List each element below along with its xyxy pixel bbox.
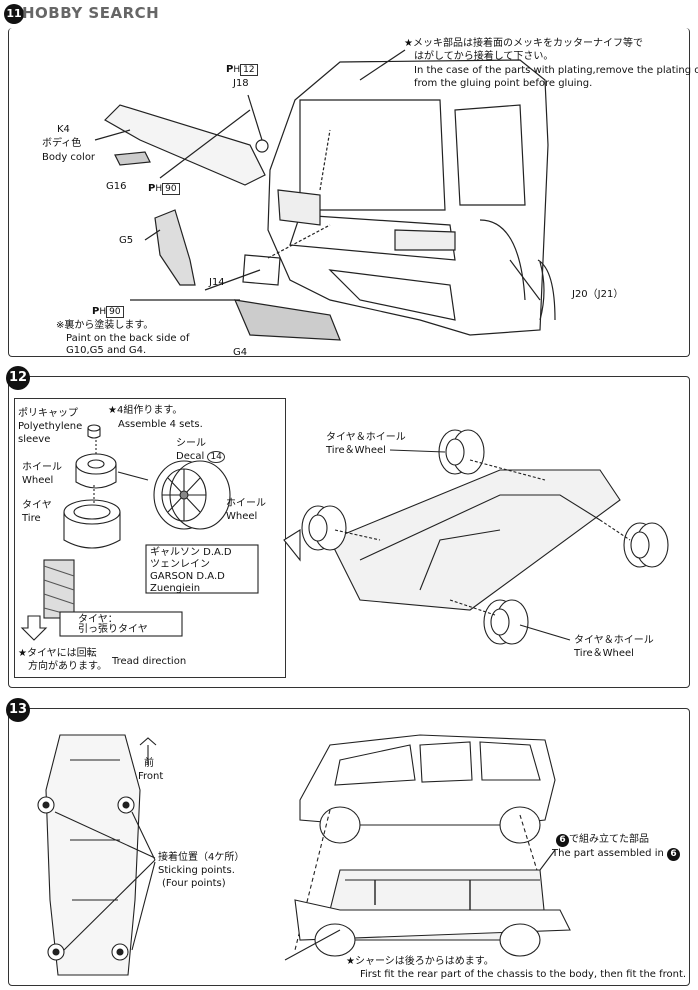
wheel2-jp: ホイール — [226, 498, 266, 509]
back-paint-jp: ※裏から塗装します。 — [56, 320, 154, 331]
front-en: Front — [138, 771, 164, 782]
chassis-note-en: First fit the rear part of the chassis t… — [360, 969, 687, 980]
plating-note-jp: ★メッキ部品は接着面のメッキをカッターナイフ等で — [404, 38, 643, 49]
watermark: HOBBY SEARCH — [22, 4, 160, 22]
back-paint-en2: G10,G5 and G4. — [66, 345, 147, 356]
label-g5: G5 — [119, 235, 134, 246]
wheel-detail-frame — [14, 398, 286, 678]
label-j14: J14 — [209, 277, 225, 288]
tire-jp: タイヤ — [22, 500, 52, 511]
step-12-number: 12 — [6, 366, 30, 390]
tire-en: Tire — [22, 513, 41, 524]
garson-en2: Zuengiein — [150, 583, 201, 594]
label-j18: J18 — [233, 78, 249, 89]
tread-direction-en: Tread direction — [112, 656, 187, 667]
tire-stretch-2: 引っ張りタイヤ — [78, 624, 148, 635]
poly-cap-en1: Polyethylene — [18, 421, 83, 432]
tire-wheel-bottom-jp: タイヤ＆ホイール — [574, 635, 654, 646]
step-11-number: 11 — [4, 4, 24, 24]
tire-wheel-bottom-en: Tire＆Wheel — [574, 648, 634, 659]
assemble-jp: ★4組作ります。 — [108, 405, 183, 416]
decal-number: 14 — [207, 451, 225, 463]
garson-jp2: ツェンレイン — [150, 559, 210, 570]
decal-en: Decal 14 — [176, 451, 225, 463]
part6-badge-2: 6 — [667, 848, 681, 861]
step-13-number: 13 — [6, 698, 30, 722]
poly-cap-jp: ポリキャップ — [18, 408, 78, 419]
back-paint-en1: Paint on the back side of — [66, 333, 190, 344]
sticking-points-en1: Sticking points. — [158, 865, 235, 876]
garson-en1: GARSON D.A.D — [150, 571, 225, 582]
tire-stretch-1: タイヤ： — [78, 614, 118, 625]
wheel-en: Wheel — [22, 475, 54, 486]
label-j20: J20（J21） — [572, 289, 624, 300]
label-k4-en: Body color — [42, 152, 96, 163]
assemble-en: Assemble 4 sets. — [118, 419, 203, 430]
chassis-note-jp: ★シャーシは後ろからはめます。 — [346, 956, 494, 967]
step-11-panel — [8, 28, 690, 357]
step-13-panel — [8, 708, 690, 986]
tire-wheel-top-en: Tire＆Wheel — [326, 445, 386, 456]
tread-direction-jp2: 方向があります。 — [28, 661, 107, 672]
wheel2-en: Wheel — [226, 511, 258, 522]
label-k4: K4 — [57, 124, 70, 135]
part6-en: The part assembled in 6 — [552, 848, 681, 861]
plating-note-en: In the case of the parts with plating,re… — [414, 65, 698, 76]
label-g16: G16 — [106, 181, 127, 192]
poly-cap-en2: sleeve — [18, 434, 51, 445]
step-12-panel — [8, 376, 690, 688]
wheel-jp: ホイール — [22, 462, 62, 473]
part6-badge: 6 — [556, 834, 569, 847]
sticking-points-en2: (Four points) — [162, 878, 226, 889]
tread-direction-jp1: ★タイヤには回転 — [18, 648, 97, 659]
label-k4-jp: ボディ色 — [42, 138, 82, 149]
plating-note-jp2: はがしてから接着して下さい。 — [414, 51, 554, 62]
tire-wheel-top-jp: タイヤ＆ホイール — [326, 432, 406, 443]
front-jp: 前 — [144, 758, 154, 769]
label-g4: G4 — [233, 347, 248, 358]
decal-jp: シール — [176, 438, 206, 449]
sticking-points-jp: 接着位置（4ケ所） — [158, 852, 245, 863]
garson-jp1: ギャルソン D.A.D — [150, 547, 232, 558]
plating-note-en2: from the gluing point before gluing. — [414, 78, 593, 89]
